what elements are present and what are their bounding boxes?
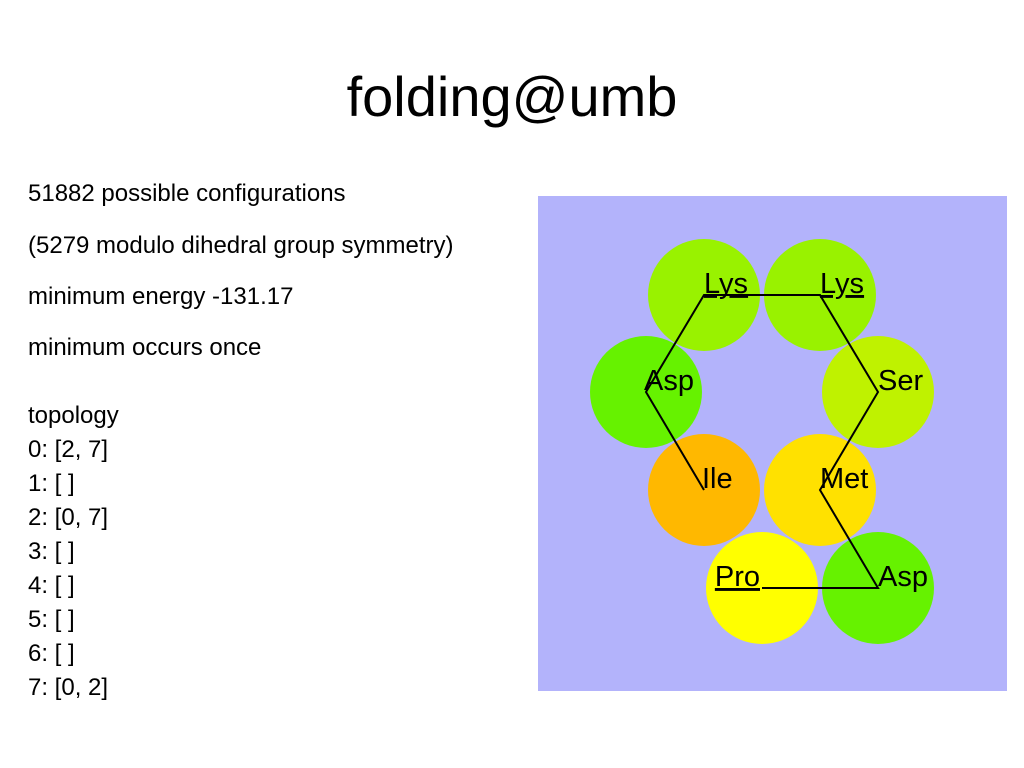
topology-line: 3: [ ] bbox=[28, 538, 75, 565]
configurations-text: 51882 possible configurations bbox=[28, 180, 346, 207]
topology-line: 6: [ ] bbox=[28, 640, 75, 667]
topology-line: 5: [ ] bbox=[28, 606, 75, 633]
topology-line: 0: [2, 7] bbox=[28, 436, 109, 463]
residue-label: Lys bbox=[820, 268, 864, 300]
topology-line: 4: [ ] bbox=[28, 572, 75, 599]
residue-label: Ile bbox=[702, 463, 733, 495]
minimum-energy-text: minimum energy -131.17 bbox=[28, 283, 294, 310]
topology-heading: topology bbox=[28, 402, 119, 429]
residue-label: Asp bbox=[878, 561, 928, 593]
residue-label: Ser bbox=[878, 365, 923, 397]
residue-label: Lys bbox=[704, 268, 748, 300]
symmetry-text: (5279 modulo dihedral group symmetry) bbox=[28, 232, 454, 259]
residue-label: Met bbox=[820, 463, 868, 495]
backbone-chain bbox=[644, 294, 880, 589]
topology-line: 2: [0, 7] bbox=[28, 504, 109, 531]
page-title: folding@umb bbox=[346, 65, 678, 128]
minimum-occurs-text: minimum occurs once bbox=[28, 334, 262, 361]
topology-line: 7: [0, 2] bbox=[28, 674, 109, 701]
residue-label: Pro bbox=[715, 561, 760, 593]
topology-line: 1: [ ] bbox=[28, 470, 75, 497]
topology-list: topology 0: [2, 7] 1: [ ] 2: [0, 7] 3: [… bbox=[28, 399, 119, 705]
residue-label: Asp bbox=[644, 365, 694, 397]
